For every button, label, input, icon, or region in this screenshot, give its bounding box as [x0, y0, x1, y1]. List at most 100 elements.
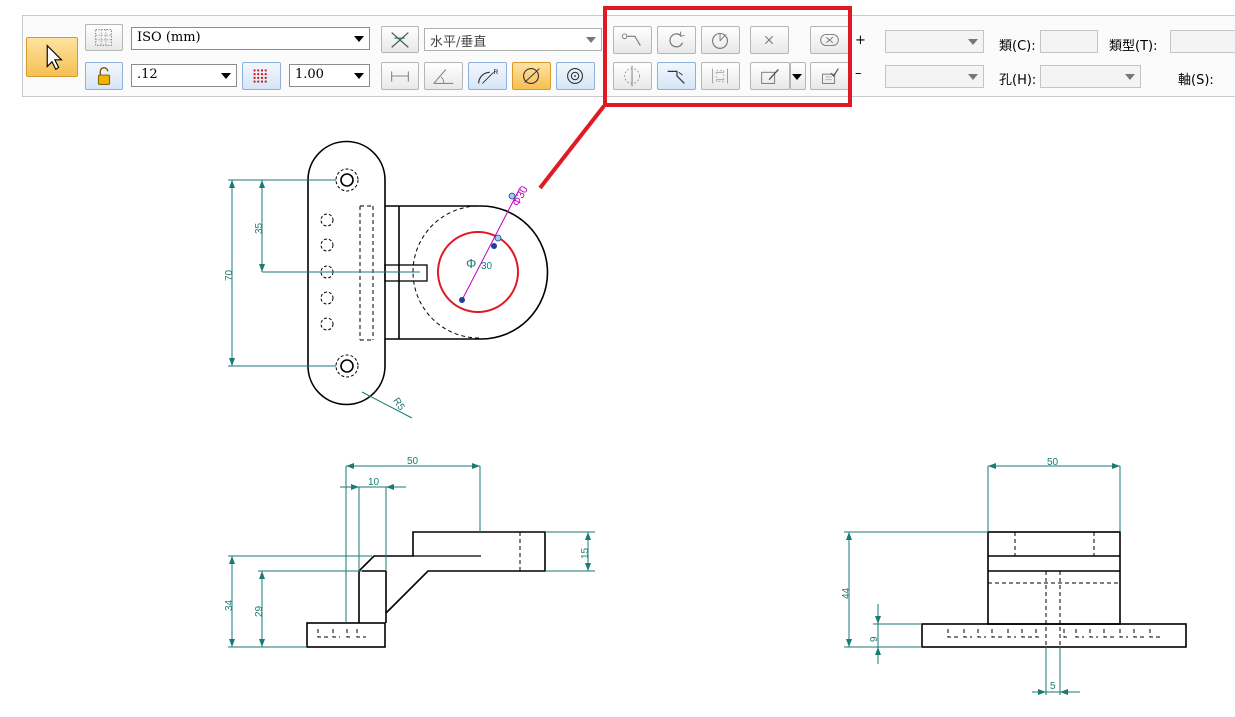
handle-point[interactable]: [459, 297, 465, 303]
dim-r5-label: R5: [390, 396, 407, 413]
line-style-button[interactable]: [242, 62, 281, 90]
close-icon: [764, 35, 774, 45]
scale-select[interactable]: 1.00: [289, 64, 370, 87]
callout-line: [538, 104, 606, 190]
coordinate-arrow-icon: [667, 70, 685, 84]
front-view: [306, 531, 546, 648]
side-body: [987, 531, 1121, 625]
chevron-down-icon[interactable]: [968, 39, 978, 45]
plus-tolerance-label: +: [855, 33, 866, 48]
bottom-bolt-counterbore: [335, 354, 359, 378]
front-body: [358, 531, 546, 623]
bottom-bolt-hole: [340, 359, 354, 373]
chevron-down-icon[interactable]: [221, 73, 231, 79]
arc-arrow-icon: [669, 31, 685, 48]
type-label: 類型(T):: [1109, 39, 1158, 54]
top-bolt-hole: [340, 173, 354, 187]
chevron-down-icon[interactable]: [792, 74, 802, 80]
dotted-grid-icon: [253, 69, 267, 83]
orientation-select-value: 水平/垂直: [430, 35, 487, 50]
minus-tolerance-label: –: [855, 66, 862, 81]
orientation-select[interactable]: 水平/垂直: [424, 28, 602, 51]
hole-select[interactable]: [1040, 65, 1141, 88]
linear-dimension-icon: [391, 71, 409, 82]
centerline-icon: [624, 65, 640, 87]
line-width-select-value: .12: [137, 67, 158, 82]
concentric-dimension-button[interactable]: [556, 62, 595, 90]
class-input[interactable]: [1040, 30, 1098, 53]
front-dim-10-label: 10: [368, 477, 380, 488]
remove-attribute-button[interactable]: [810, 26, 849, 54]
minus-tolerance-select[interactable]: [885, 65, 984, 88]
type-input[interactable]: [1170, 30, 1235, 53]
checkbox-edit-icon: [822, 68, 839, 84]
selected-hole-circle[interactable]: [437, 231, 519, 313]
scale-select-value: 1.00: [295, 67, 324, 82]
dimension-axis-button[interactable]: [381, 26, 419, 53]
handle-point[interactable]: [508, 192, 516, 200]
concentric-circles-icon: [567, 68, 584, 84]
angular-dimension-button[interactable]: [424, 62, 463, 90]
svg-text:R: R: [494, 69, 499, 76]
angle-dimension-icon: [433, 69, 454, 84]
padlock-icon: [97, 66, 111, 85]
dim-35-label: 35: [254, 222, 265, 234]
edit-properties-dropdown[interactable]: [790, 62, 806, 90]
remove-x-icon: [820, 33, 839, 47]
stacked-dimension-icon: [712, 68, 728, 84]
radius-dimension-icon: R: [478, 69, 499, 84]
diameter-dimension-button[interactable]: [512, 62, 551, 90]
side-dim-5-label: 5: [1050, 681, 1056, 692]
edit-pencil-icon: [761, 69, 779, 84]
top-view: [307, 140, 549, 406]
top-plate-outline: [307, 140, 386, 406]
diameter-dimension-icon: [523, 68, 540, 84]
dim-70-label: 70: [224, 269, 235, 281]
select-tool-button[interactable]: [26, 37, 78, 77]
boss-arm-outline: [385, 205, 549, 340]
phi-symbol-label: Φ: [466, 256, 476, 271]
axis-label: 軸(S):: [1178, 73, 1214, 88]
top-view-dimensions: [228, 179, 420, 419]
front-dim-50-label: 50: [407, 456, 419, 467]
phi-value-label: 30: [481, 261, 493, 272]
standard-select[interactable]: ISO (mm): [131, 27, 370, 50]
crossed-dimension-icon: [391, 32, 409, 48]
delete-dimension-button[interactable]: [750, 26, 789, 54]
line-width-select[interactable]: .12: [131, 64, 237, 87]
radial-dimension-button[interactable]: R: [468, 62, 507, 90]
arrow-cursor-icon: [46, 44, 63, 71]
side-view: [921, 531, 1187, 648]
circle-angle-icon: [712, 32, 729, 49]
angle-coordinate-button[interactable]: [701, 26, 740, 54]
chevron-down-icon[interactable]: [1125, 74, 1135, 80]
lock-button[interactable]: [85, 62, 123, 90]
side-base: [921, 623, 1187, 648]
handle-point[interactable]: [494, 234, 502, 242]
confirm-properties-button[interactable]: [810, 62, 849, 90]
symmetric-dimension-button[interactable]: [613, 26, 652, 54]
side-dim-50-label: 50: [1047, 457, 1059, 468]
coordinate-dimension-button[interactable]: [657, 62, 696, 90]
center-line-button[interactable]: [613, 62, 652, 90]
side-dim-44-label: 44: [841, 587, 852, 599]
side-dim-9-label: 9: [869, 636, 880, 642]
grid-style-icon: [95, 29, 112, 46]
plus-tolerance-select[interactable]: [885, 30, 984, 53]
front-dim-34-label: 34: [224, 599, 235, 611]
symmetric-dimension-icon: [621, 33, 641, 46]
front-dim-29-label: 29: [254, 605, 265, 617]
chevron-down-icon[interactable]: [968, 74, 978, 80]
chevron-down-icon[interactable]: [354, 73, 364, 79]
stacked-dimension-button[interactable]: [701, 62, 740, 90]
linear-dimension-button[interactable]: [381, 62, 419, 90]
arc-length-button[interactable]: [657, 26, 696, 54]
top-bolt-counterbore: [335, 168, 359, 192]
phi30-magenta-dimension[interactable]: [461, 187, 521, 301]
edit-properties-button[interactable]: [750, 62, 790, 90]
handle-point[interactable]: [491, 243, 497, 249]
chevron-down-icon[interactable]: [586, 37, 596, 43]
chevron-down-icon[interactable]: [354, 36, 364, 42]
dimension-style-button[interactable]: [85, 24, 123, 51]
